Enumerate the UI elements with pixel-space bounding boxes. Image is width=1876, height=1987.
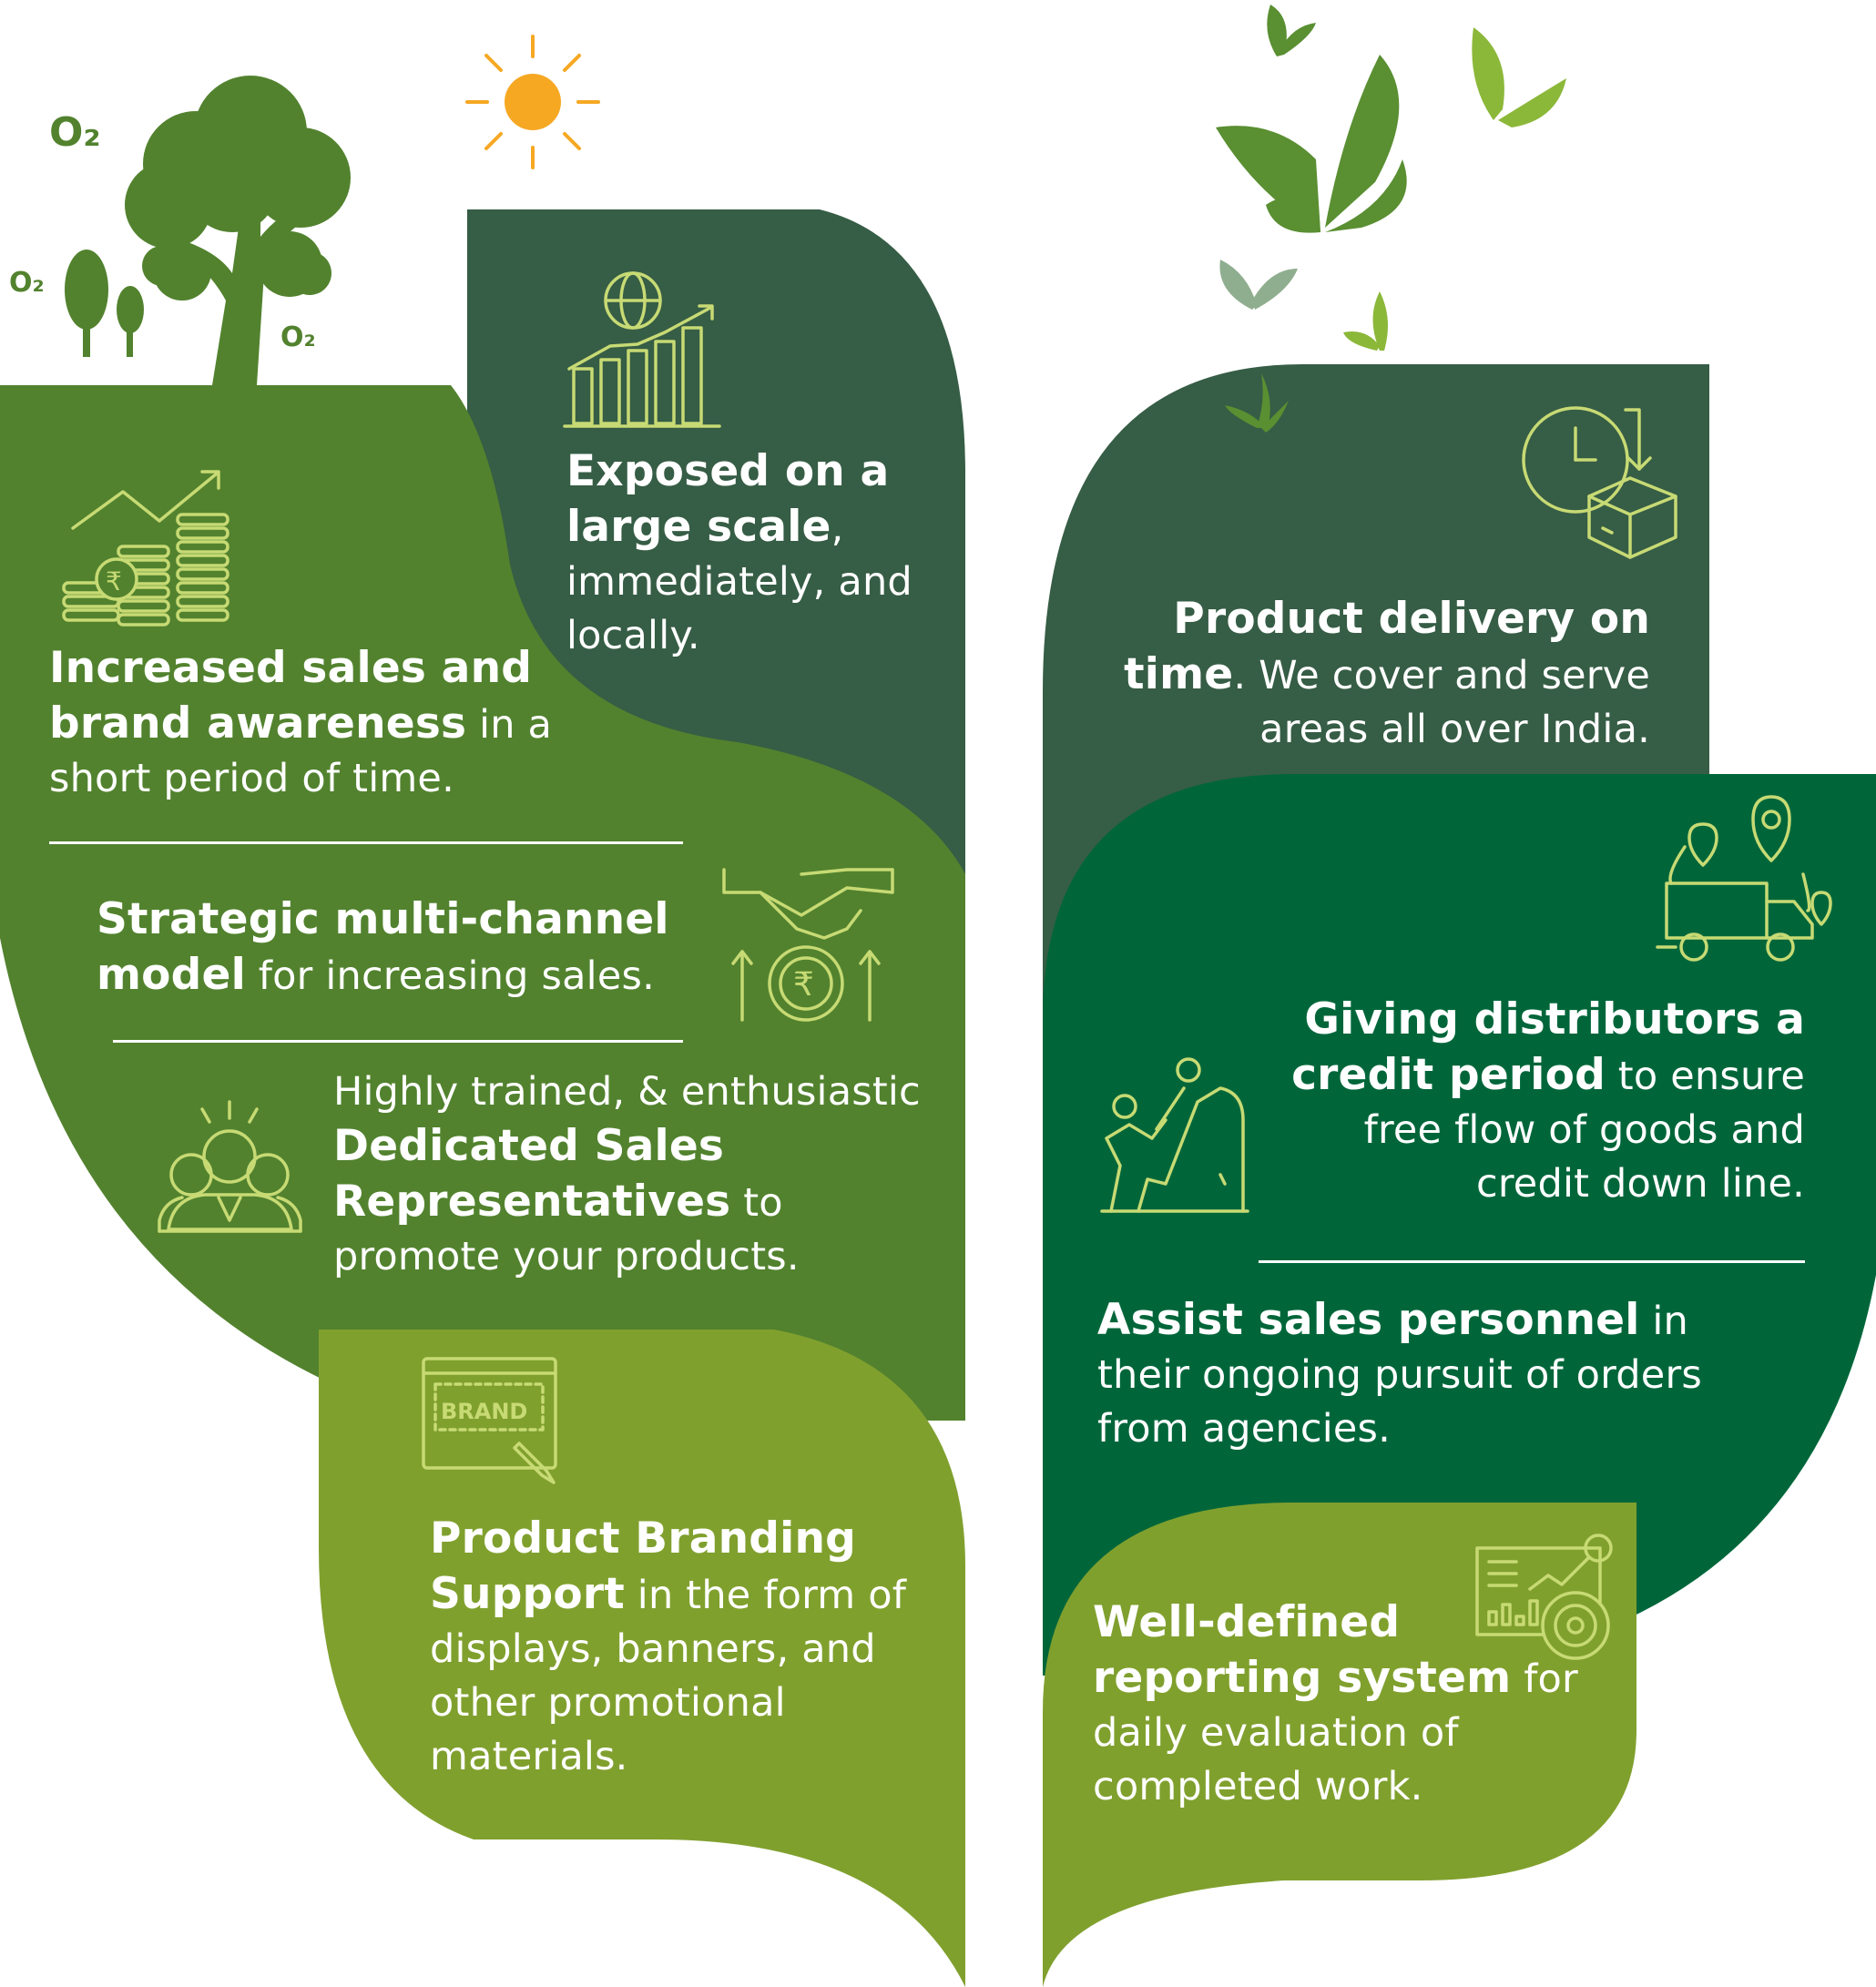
divider xyxy=(1259,1260,1805,1263)
rupee-symbol: ₹ xyxy=(106,566,122,596)
divider xyxy=(49,841,683,844)
reporting-text: for daily evaluation of completed work. xyxy=(1093,1656,1578,1809)
brand-text: BRAND xyxy=(441,1399,527,1424)
oxygen-small-icon-right: O₂ xyxy=(280,321,316,353)
branding-title: Product Branding Support xyxy=(430,1513,856,1619)
delivery-title: Product delivery on time xyxy=(1124,594,1650,699)
butterfly-icon xyxy=(1267,5,1316,56)
assist-block: Assist sales personnel in their ongoing … xyxy=(1097,1293,1717,1456)
credit-text: to ensure free flow of goods and credit … xyxy=(1363,1054,1805,1207)
brand-window-icon xyxy=(422,1357,557,1484)
exposed-title: Exposed on a large scale xyxy=(566,446,890,552)
reps-text: to promote your products. xyxy=(333,1180,800,1279)
sapling-icon xyxy=(65,250,144,357)
exposed-text: , immediately, and locally. xyxy=(566,505,913,658)
climbing-help-icon xyxy=(1100,1057,1249,1213)
oxygen-small-icon: O₂ xyxy=(9,267,45,299)
oxygen-icon: O₂ xyxy=(49,109,101,156)
rupee-symbol: ₹ xyxy=(793,966,814,1004)
reporting-block: Well-defined reporting system for daily … xyxy=(1093,1595,1585,1814)
reps-title: Dedicated Sales Representatives xyxy=(333,1121,731,1227)
branding-text: in the form of displays, banners, and ot… xyxy=(430,1573,907,1779)
leaf-left-mid xyxy=(0,385,965,1421)
delivery-text: . We cover and serve areas all over Indi… xyxy=(1233,653,1650,752)
tree-icon xyxy=(125,76,351,385)
credit-block: Giving distributors a credit period to e… xyxy=(1248,993,1805,1211)
butterfly-icon xyxy=(1472,27,1566,127)
coins-growth-icon xyxy=(62,470,229,627)
butterfly-icon xyxy=(1216,55,1407,233)
clock-delivery-icon xyxy=(1522,406,1677,559)
butterfly-icon xyxy=(1343,291,1388,351)
handshake-icon xyxy=(722,868,894,1022)
globe-growth-chart-icon xyxy=(563,271,721,428)
dashboard-report-icon xyxy=(1475,1534,1613,1660)
reps-block: Highly trained, & enthusiastic Dedicated… xyxy=(333,1065,934,1284)
leaf-left-light xyxy=(319,1330,965,1987)
credit-title: Giving distributors a credit period xyxy=(1291,994,1805,1100)
butterfly-icon xyxy=(1225,373,1289,433)
butterfly-icon xyxy=(1219,260,1298,310)
sales-title: Increased sales and brand awareness xyxy=(49,643,533,749)
strategic-title: Strategic multi-channel model xyxy=(97,894,669,1000)
sales-block: Increased sales and brand awareness in a… xyxy=(49,641,632,806)
reporting-title: Well-defined reporting system xyxy=(1093,1597,1512,1703)
delivery-block: Product delivery on time. We cover and s… xyxy=(1075,592,1650,757)
reps-pre: Highly trained, & enthusiastic xyxy=(333,1069,921,1115)
strategic-block: Strategic multi-channel model for increa… xyxy=(97,892,716,1004)
sales-text: in a short period of time. xyxy=(49,702,553,801)
assist-text: in their ongoing pursuit of orders from … xyxy=(1097,1299,1702,1452)
sales-team-icon xyxy=(158,1100,302,1233)
branding-block: Product Branding Support in the form of … xyxy=(430,1512,940,1784)
leaf-right-forest xyxy=(1043,774,1876,1676)
exposed-block: Exposed on a large scale, immediately, a… xyxy=(566,444,949,663)
divider xyxy=(113,1040,683,1043)
sun-icon xyxy=(465,35,600,169)
strategic-text: for increasing sales. xyxy=(245,953,655,999)
truck-location-icon xyxy=(1656,795,1832,962)
assist-title: Assist sales personnel xyxy=(1097,1295,1640,1345)
